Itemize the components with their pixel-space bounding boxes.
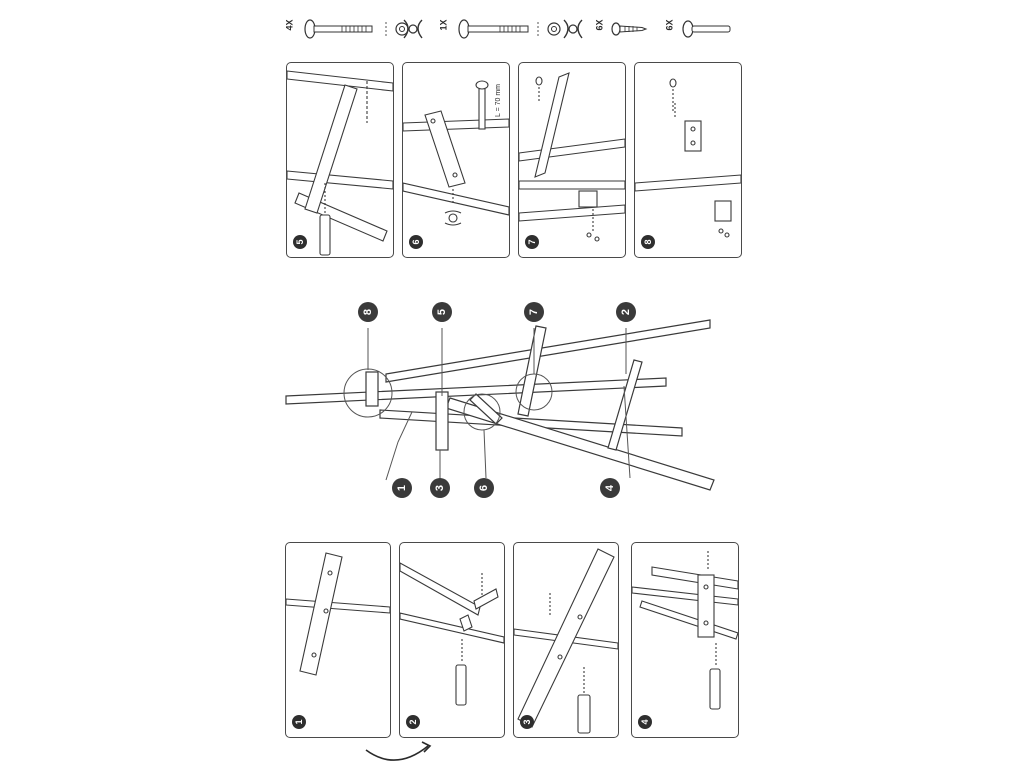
carriage-bolt-long-icon [458,19,561,39]
step-number-badge: 7 [525,235,539,249]
overview-callout-7: 7 [524,302,544,322]
bolt-length-note: L = 70 mm [495,83,502,117]
step-panel-2: 2 [399,542,505,738]
step-3-illustration [514,548,618,734]
step-panel-4: 4 [631,542,739,738]
step-6-illustration [403,80,509,226]
short-bolt-icon [682,20,731,38]
step-number-badge: 2 [406,715,420,729]
step-2-illustration [400,562,504,706]
step-5-illustration [287,70,393,256]
overview-callout-4: 4 [600,478,620,498]
step-panel-6: L = 70 mm 6 [402,62,510,258]
curved-arrow-icon [365,741,432,761]
step-number-badge: 6 [409,235,423,249]
wing-nut-icon [403,19,423,39]
frame-overview-illustration [285,319,715,491]
overview-callout-1: 1 [392,478,412,498]
assembly-overview: 8 5 7 2 1 3 6 4 [270,290,750,520]
step-4-illustration [632,551,738,710]
parts-list: 4X 1X 6X [280,6,750,50]
step-panel-5: 5 [286,62,394,258]
step-number-badge: 8 [641,235,655,249]
overview-callout-6: 6 [474,478,494,498]
overview-callout-5: 5 [432,302,452,322]
parts-qty-2: 1X [438,19,449,31]
step-panel-1: 1 [285,542,391,738]
overview-callout-2: 2 [616,302,636,322]
step-number-badge: 5 [293,235,307,249]
overview-callout-3: 3 [430,478,450,498]
overview-callout-8: 8 [358,302,378,322]
step-number-badge: 1 [292,715,306,729]
step-panel-8: 8 [634,62,742,258]
parts-qty-4: 6X [664,19,675,31]
step-1-illustration [286,552,390,676]
step-number-badge: 4 [638,715,652,729]
parts-qty-3: 6X [594,19,605,31]
wing-nut-icon [563,19,583,39]
parts-qty-1: 4X [284,19,295,31]
step-panel-7: 7 [518,62,626,258]
step-8-illustration [635,78,741,238]
step-7-illustration [519,72,625,242]
step-number-badge: 3 [520,715,534,729]
step-panel-3: 3 [513,542,619,738]
wood-screw-icon [611,22,648,36]
